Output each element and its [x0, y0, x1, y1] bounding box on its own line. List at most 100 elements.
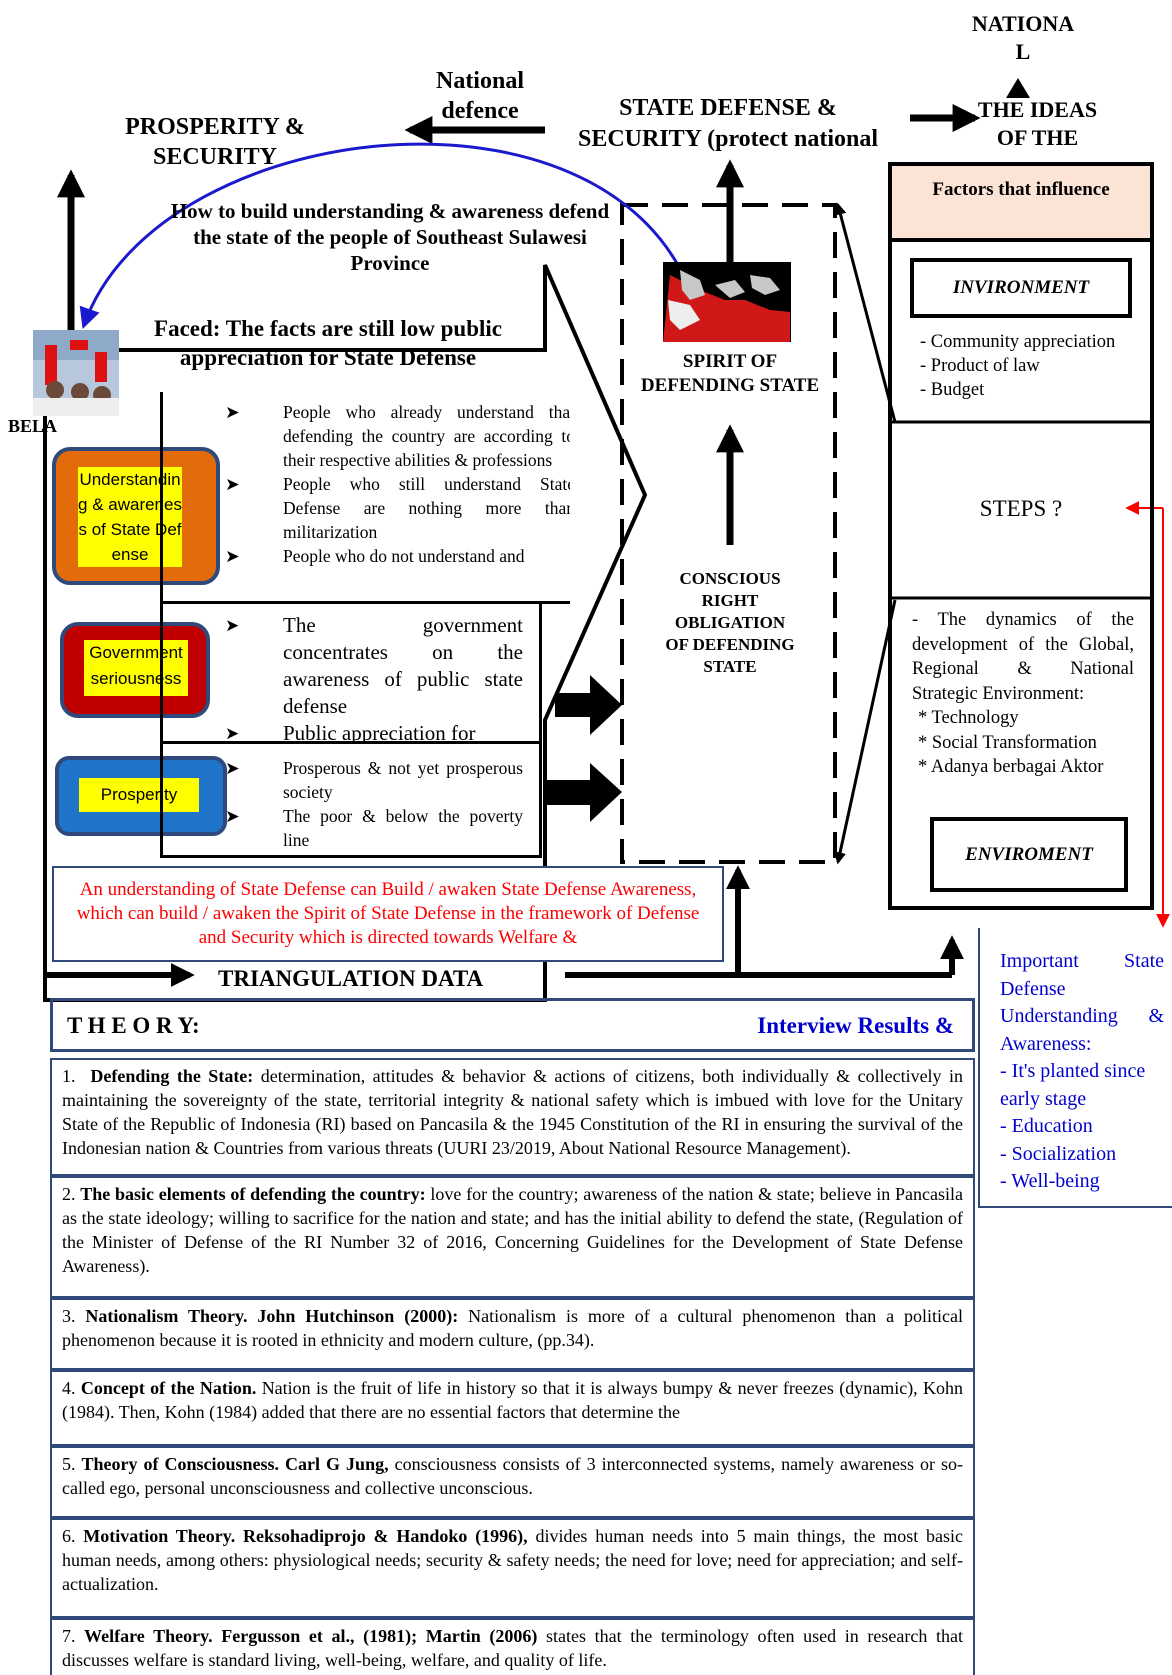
theory-bold: Welfare Theory. Fergusson et al., (1981)… [84, 1626, 538, 1646]
theory-bold: The basic elements of defending the coun… [80, 1184, 426, 1204]
arrow-bullet-icon: ➤ [225, 758, 240, 778]
conscious-label: CONSCIOUS RIGHT OBLIGATION OF DEFENDING … [640, 568, 820, 678]
arrow-up-national [1006, 78, 1030, 98]
theory-title: T H E O R Y: [67, 1013, 200, 1038]
bela-label: BELA [8, 416, 58, 436]
theory-bold: Concept of the Nation. [80, 1378, 257, 1398]
steps-label: STEPS ? [979, 496, 1063, 521]
theory-item: 5. Theory of Consciousness. Carl G Jung,… [50, 1446, 975, 1518]
panel1-item-text: People who still understand State Defens… [283, 474, 570, 542]
arrow-bullet-icon: ➤ [225, 616, 240, 635]
ideas-line1: THE IDEAS [977, 97, 1098, 122]
prosperity-line2: SECURITY [152, 144, 278, 170]
theory-num: 5. [62, 1454, 76, 1474]
dynamics-item: * Adanya berbagai Aktor [918, 757, 1104, 777]
ideas-line2: OF THE [996, 125, 1079, 150]
theory-text: divides human needs into 5 main things, … [62, 1526, 964, 1594]
panel3-item-text: The poor & below the poverty line [283, 806, 523, 850]
conscious-line: OBLIGATION [674, 613, 786, 632]
theory-text: Nationalism is more of a cultural phenom… [62, 1306, 964, 1350]
panel2-item-text: Public appreciation for [283, 721, 476, 744]
faced-line: Faced: The facts are still low public ap… [154, 316, 502, 370]
theory-text: Nation is the fruit of life in history s… [62, 1378, 964, 1422]
theory-text: love for the country; awareness of the n… [62, 1184, 963, 1276]
theory-item: 2. The basic elements of defending the c… [50, 1176, 975, 1298]
theory-bold: Theory of Consciousness. Carl G Jung, [81, 1454, 389, 1474]
spirit-label: SPIRIT OF DEFENDING STATE [640, 351, 820, 396]
theory-item: 7. Welfare Theory. Fergusson et al., (19… [50, 1618, 975, 1675]
national-defence-label: National defence [415, 66, 545, 126]
panel-prosperity: ➤ Prosperous & not yet prosperous society… [160, 744, 542, 858]
conscious-line: RIGHT [701, 591, 759, 610]
v-line-lower [834, 599, 897, 865]
triangulation-label: TRIANGULATION DATA [218, 966, 484, 991]
arrow-bullet-icon: ➤ [225, 724, 240, 743]
theory-text: states that the terminology often used i… [62, 1626, 963, 1670]
important-item: - Socialization [1000, 1142, 1117, 1165]
arrow-bullet-icon: ➤ [225, 806, 240, 826]
panel-understanding: ➤ People who already understand that defe… [160, 392, 570, 604]
theory-num: 4. [62, 1378, 76, 1398]
conscious-line: CONSCIOUS [679, 569, 781, 588]
panel1-list: ➤ People who already understand that defe… [163, 392, 570, 568]
blue-curve-arrow [79, 142, 702, 329]
summary-red-box: An understanding of State Defense can Bu… [52, 866, 724, 962]
theory-item: 6. Motivation Theory. Reksohadiprojo & H… [50, 1518, 975, 1618]
government-box: Government seriousness [60, 622, 210, 718]
panel1-item: ➤ People who still understand State Defen… [225, 472, 570, 544]
national-defence-line1: National [435, 68, 524, 94]
prosperity-label: Prosperity [79, 778, 199, 812]
theory-num: 7. [62, 1626, 76, 1646]
arrow-bullet-icon: ➤ [225, 402, 240, 422]
understanding-box: Understanding & awareness of State Defen… [52, 447, 220, 585]
theory-num: 1. [62, 1066, 76, 1086]
right-outer-box [888, 162, 1154, 910]
panel-government: ➤The government concentrates on the awar… [160, 604, 542, 744]
block-arrow-1 [555, 675, 622, 735]
national-line2: L [1015, 39, 1031, 64]
enviroment-title: ENVIROMENT [930, 817, 1128, 892]
important-item: - Education [1000, 1115, 1093, 1137]
national-line1: NATIONA [971, 11, 1075, 36]
panel3-item-text: Prosperous & not yet prosperous society [283, 758, 523, 802]
env-item: - Community appreciation [920, 332, 1116, 352]
important-box: Important State Defense Understanding & … [978, 928, 1172, 1208]
national-label: NATIONA L [968, 10, 1078, 66]
important-item: - It's planted since early stage [1000, 1060, 1146, 1110]
theory-header: T H E O R Y: Interview Results & [50, 998, 975, 1052]
theory-item: 3. Nationalism Theory. John Hutchinson (… [50, 1298, 975, 1370]
state-defense-label: STATE DEFENSE & SECURITY (protect nation… [548, 93, 908, 157]
panel1-item: ➤ People who already understand that defe… [225, 400, 570, 472]
factors-header: Factors that influence [892, 166, 1150, 238]
dynamics-text: - The dynamics of the development of the… [912, 610, 1134, 704]
panel1-item-text: People who already understand that defen… [283, 402, 570, 470]
dynamics-item: * Technology [918, 708, 1019, 728]
panel3-list: ➤ Prosperous & not yet prosperous society… [163, 744, 539, 852]
theory-text: consciousness consists of 3 interconnect… [62, 1454, 964, 1498]
theory-num: 2. [62, 1184, 76, 1204]
state-defense-line1: STATE DEFENSE & [619, 95, 837, 121]
theory-bold: Defending the State: [90, 1066, 254, 1086]
env-item: - Budget [920, 380, 985, 400]
interview-label: Interview Results & [757, 1013, 954, 1038]
faced-text: Faced: The facts are still low public ap… [118, 314, 545, 372]
government-label: Government seriousness [84, 640, 188, 696]
national-defence-line2: defence [441, 98, 519, 124]
environment-list: - Community appreciation - Product of la… [920, 330, 1140, 420]
v-line-upper [834, 202, 897, 423]
faced-text-wrap: Faced: The facts are still low public ap… [118, 314, 545, 372]
prosperity-line1: PROSPERITY & [125, 114, 305, 140]
theory-num: 3. [62, 1306, 76, 1326]
arrow-bullet-icon: ➤ [225, 546, 240, 566]
prosperity-box: Prosperity [55, 756, 227, 836]
conscious-line: STATE [703, 657, 757, 676]
panel2-list: ➤The government concentrates on the awar… [163, 604, 539, 744]
panel1-item: ➤People who do not understand and [225, 544, 570, 568]
dashed-center-box [620, 203, 837, 864]
arrow-bullet-icon: ➤ [225, 474, 240, 494]
theory-item: 4. Concept of the Nation. Nation is the … [50, 1370, 975, 1446]
prosperity-security-label: PROSPERITY & SECURITY [100, 112, 330, 170]
theory-item: 1. Defending the State: determination, a… [50, 1058, 975, 1176]
state-defense-photo [33, 330, 119, 416]
theory-text: determination, attitudes & behavior & ac… [62, 1066, 964, 1158]
